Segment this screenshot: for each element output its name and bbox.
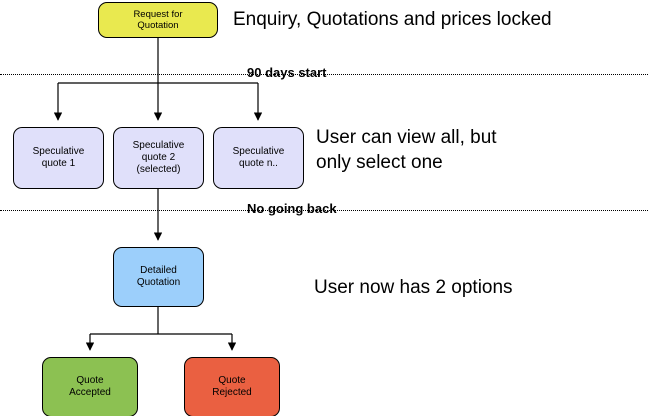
annotation-view-all-select-one: User can view all, but only select one	[316, 127, 497, 174]
node-speculative-quote-n[interactable]: Speculative quote n..	[213, 127, 304, 189]
annotation-user-two-options: User now has 2 options	[314, 277, 513, 298]
connector-detailed-to-outcomes	[85, 307, 237, 351]
node-label: Quote Rejected	[212, 375, 252, 398]
node-quote-rejected[interactable]: Quote Rejected	[184, 357, 280, 416]
node-speculative-quote-2-selected[interactable]: Speculative quote 2 (selected)	[113, 127, 204, 189]
node-label: Speculative quote n..	[232, 146, 285, 169]
phase-separator-no-going-back	[0, 210, 648, 211]
node-label: Request for Quotation	[133, 8, 183, 31]
node-detailed-quotation[interactable]: Detailed Quotation	[113, 247, 204, 307]
node-label: Speculative quote 2 (selected)	[132, 140, 185, 175]
node-speculative-quote-1[interactable]: Speculative quote 1	[13, 127, 104, 189]
connector-rfq-to-speculative	[53, 38, 263, 121]
node-label: Quote Accepted	[69, 375, 111, 398]
phase-label-90-days-start: 90 days start	[247, 65, 327, 80]
node-quote-accepted[interactable]: Quote Accepted	[42, 357, 138, 416]
node-label: Detailed Quotation	[136, 265, 181, 288]
node-request-for-quotation[interactable]: Request for Quotation	[98, 2, 218, 38]
node-label: Speculative quote 1	[32, 146, 85, 169]
phase-separator-90-days	[0, 74, 648, 75]
phase-label-no-going-back: No going back	[247, 201, 337, 216]
annotation-enquiry-prices-locked: Enquiry, Quotations and prices locked	[233, 9, 552, 30]
